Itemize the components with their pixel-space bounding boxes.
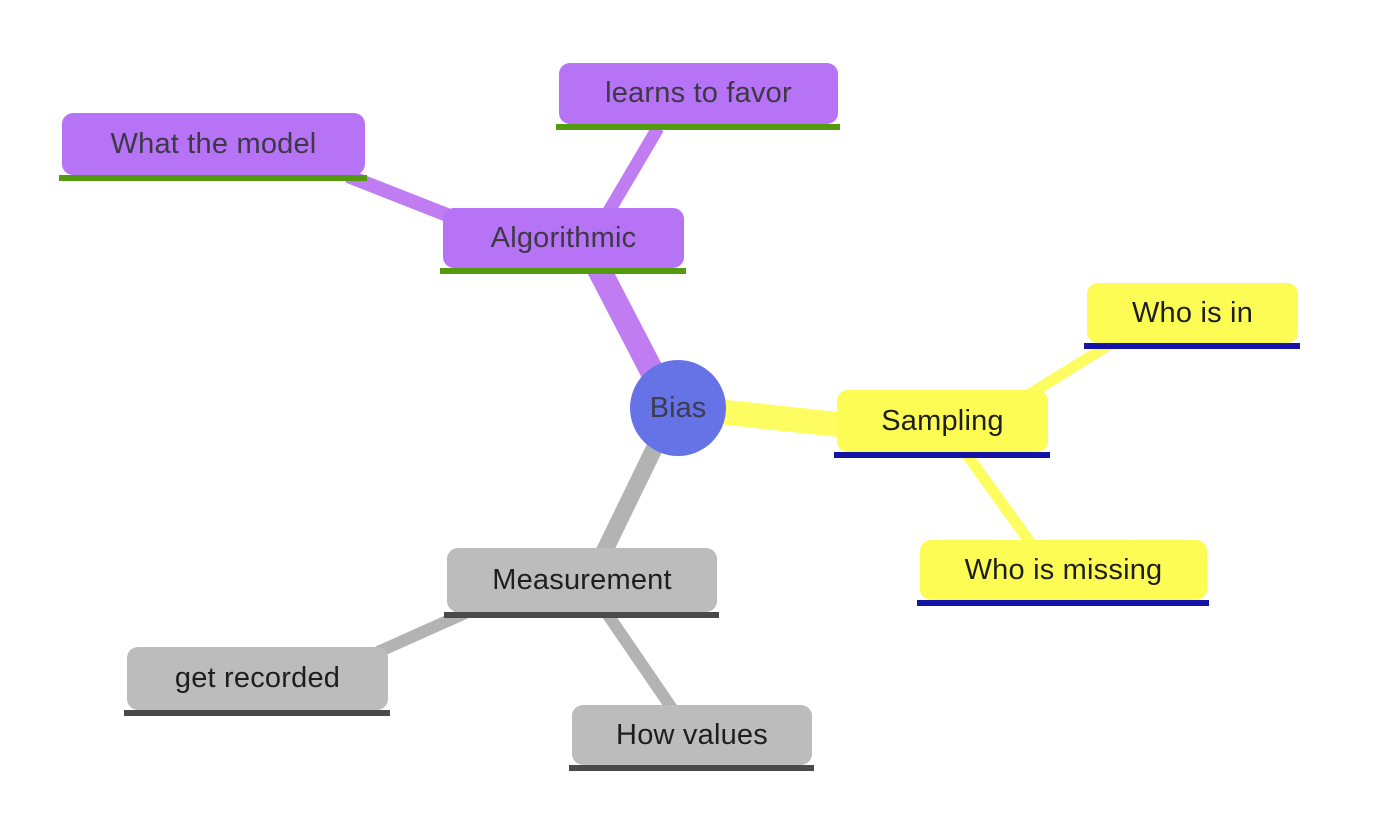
connector-sampling-who-is-missing bbox=[960, 448, 1037, 549]
node-underline bbox=[1084, 343, 1300, 349]
node-who-is-in[interactable]: Who is in bbox=[1084, 283, 1300, 349]
node-learns-to-favor[interactable]: learns to favor bbox=[556, 63, 840, 130]
node-label: Bias bbox=[649, 391, 707, 424]
connector-algorithmic-learns-to-favor bbox=[600, 124, 664, 220]
node-how-values[interactable]: How values bbox=[569, 705, 814, 771]
node-underline bbox=[556, 124, 840, 130]
connector-measurement-how-values bbox=[601, 608, 678, 714]
node-algorithmic[interactable]: Algorithmic bbox=[440, 208, 686, 274]
node-label: Who is in bbox=[1131, 296, 1254, 329]
node-label: get recorded bbox=[174, 662, 341, 694]
node-label: Sampling bbox=[881, 404, 1004, 437]
node-underline bbox=[917, 600, 1209, 606]
node-underline bbox=[569, 765, 814, 771]
node-measurement[interactable]: Measurement bbox=[444, 548, 719, 618]
node-label: Who is missing bbox=[964, 553, 1163, 586]
node-label: How values bbox=[616, 718, 768, 751]
node-underline bbox=[444, 612, 719, 618]
node-who-is-missing[interactable]: Who is missing bbox=[917, 540, 1209, 606]
node-label: What the model bbox=[110, 127, 317, 160]
node-label: learns to favor bbox=[605, 77, 792, 109]
node-what-the-model[interactable]: What the model bbox=[59, 113, 367, 181]
node-get-recorded[interactable]: get recorded bbox=[124, 647, 390, 716]
node-sampling[interactable]: Sampling bbox=[834, 390, 1050, 458]
node-underline bbox=[834, 452, 1050, 458]
node-underline bbox=[440, 268, 686, 274]
node-bias-center[interactable]: Bias bbox=[630, 360, 726, 456]
node-underline bbox=[124, 710, 390, 716]
node-underline bbox=[59, 175, 367, 181]
node-label: Measurement bbox=[492, 563, 672, 596]
node-label: Algorithmic bbox=[490, 221, 637, 254]
